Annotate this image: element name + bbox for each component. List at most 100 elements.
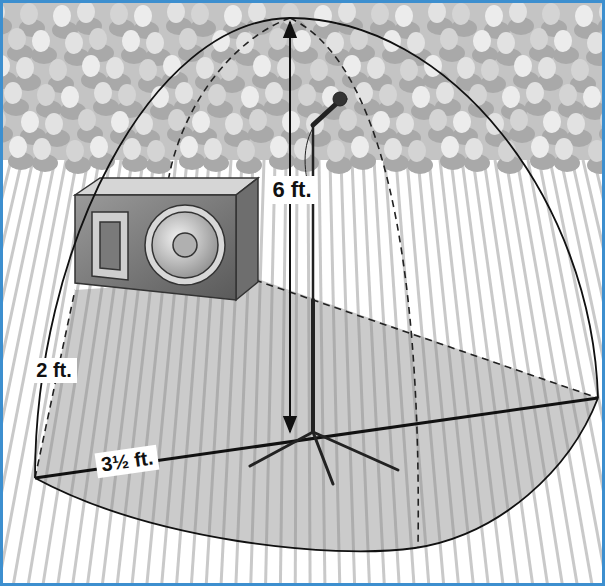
floor-stripe	[539, 160, 605, 586]
crowd-head	[371, 3, 389, 25]
crowd-head	[367, 57, 385, 79]
floor-stripe	[0, 160, 33, 586]
crowd-heads	[0, 1, 605, 174]
crowd-head	[571, 59, 589, 81]
crowd-head	[82, 55, 100, 77]
floor-stripes	[0, 160, 605, 586]
crowd-head	[220, 59, 238, 81]
crowd-head	[277, 57, 295, 79]
hidden-lines	[35, 18, 598, 548]
crowd-head	[204, 138, 222, 160]
crowd-head	[293, 30, 311, 52]
crowd-head	[486, 113, 504, 135]
crowd-head	[436, 82, 454, 104]
crowd-head	[530, 28, 548, 50]
crowd-head	[61, 86, 79, 108]
crowd-head	[424, 55, 442, 77]
crowd-head	[106, 57, 124, 79]
crowd-head	[179, 28, 197, 50]
crowd-head	[45, 113, 63, 135]
crowd-head	[111, 111, 129, 133]
crowd-head	[123, 138, 141, 160]
crowd-head	[281, 3, 299, 25]
crowd-head	[428, 1, 446, 23]
crowd-head	[412, 86, 430, 108]
crowd-head	[567, 113, 585, 135]
microphone-stand	[250, 92, 398, 484]
crowd-head	[559, 84, 577, 106]
crowd-head	[583, 86, 601, 108]
crowd-head	[66, 140, 84, 162]
dimension-label: 2 ft.	[31, 358, 77, 383]
crowd-head	[37, 84, 55, 106]
crowd-head	[383, 30, 401, 52]
crowd-head	[78, 109, 96, 131]
crowd-head	[16, 57, 34, 79]
crowd-head	[343, 55, 361, 77]
crowd-head	[441, 136, 459, 158]
crowd-head	[338, 1, 356, 23]
crowd-head	[481, 59, 499, 81]
crowd-head	[542, 3, 560, 25]
crowd-head	[208, 84, 226, 106]
crowd-head	[384, 138, 402, 160]
crowd-head	[20, 3, 38, 25]
crowd-head	[225, 113, 243, 135]
crowd-head	[440, 28, 458, 50]
crowd-head	[110, 3, 128, 25]
crowd-head	[134, 5, 152, 27]
crowd-head	[248, 1, 266, 23]
crowd-head	[327, 140, 345, 162]
crowd-head	[163, 55, 181, 77]
crowd-head	[543, 111, 561, 133]
crowd-head	[53, 5, 71, 27]
crowd-head	[21, 111, 39, 133]
crowd-head	[135, 113, 153, 135]
crowd-head	[339, 109, 357, 131]
crowd-head	[249, 109, 267, 131]
crowd-head	[94, 82, 112, 104]
crowd-head	[89, 28, 107, 50]
floor-stripe	[583, 160, 605, 586]
crowd-head	[408, 140, 426, 162]
crowd-head	[538, 57, 556, 79]
crowd-head	[90, 136, 108, 158]
crowd-head	[77, 1, 95, 23]
crowd-head	[372, 111, 390, 133]
crowd-head	[237, 140, 255, 162]
crowd-head	[118, 84, 136, 106]
crowd-head	[265, 82, 283, 104]
crowd-head	[575, 5, 593, 27]
crowd-head	[526, 82, 544, 104]
crowd-head	[269, 28, 287, 50]
crowd-head	[192, 111, 210, 133]
crowd-head	[555, 138, 573, 160]
height-arrow	[289, 22, 291, 432]
crowd-head	[196, 57, 214, 79]
crowd-head	[314, 5, 332, 27]
crowd-head	[395, 5, 413, 27]
crowd-head	[407, 32, 425, 54]
crowd-head	[469, 84, 487, 106]
crowd-head	[270, 136, 288, 158]
crowd-head	[326, 32, 344, 54]
crowd-head	[497, 32, 515, 54]
crowd-head	[294, 138, 312, 160]
crowd-head	[65, 32, 83, 54]
crowd-head	[554, 30, 572, 52]
crowd-head	[310, 59, 328, 81]
crowd-head	[147, 140, 165, 162]
crowd-head	[4, 82, 22, 104]
speaker-monitor	[75, 178, 258, 300]
crowd-head	[253, 55, 271, 77]
floor-stripe	[572, 160, 605, 586]
crowd-photo	[0, 0, 605, 160]
crowd-head	[32, 30, 50, 52]
crowd-head	[429, 109, 447, 131]
crowd-head	[191, 3, 209, 25]
crowd-head	[175, 82, 193, 104]
floor-area	[35, 278, 598, 551]
crowd-head	[224, 5, 242, 27]
